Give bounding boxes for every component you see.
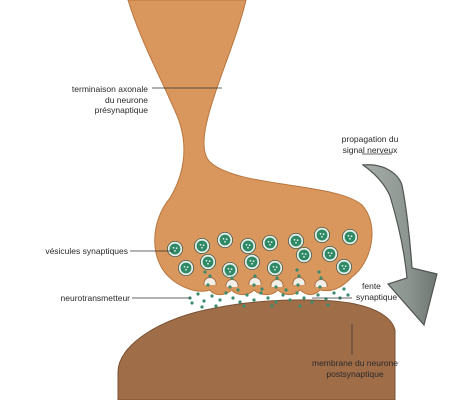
label-membrane-line-1: membrane du neurone [311, 358, 398, 368]
neurotransmitter-dot [208, 274, 212, 278]
synaptic-vesicle [239, 237, 256, 254]
neurotransmitter-dot [297, 274, 301, 278]
label-postsynaptic-membrane: membrane du neurone postsynaptique [300, 358, 410, 379]
synaptic-vesicle [166, 240, 183, 257]
label-axon-terminal-line-3: présynaptique [94, 105, 148, 115]
label-axon-terminal: terminaison axonale du neurone présynapt… [14, 84, 148, 116]
neurotransmitter-dot [202, 299, 206, 303]
label-synaptic-cleft: fente synaptique [356, 281, 436, 302]
neurotransmitter-dot [253, 274, 257, 278]
neurotransmitter-dot [302, 296, 306, 300]
label-cleft-line-2: synaptique [356, 291, 398, 302]
neurotransmitter-dot [259, 291, 263, 295]
neurotransmitter-dot [266, 296, 270, 300]
neurotransmitter-dot [317, 270, 321, 274]
neurotransmitter-dot [270, 304, 274, 308]
synaptic-vesicles [166, 226, 358, 288]
neurotransmitter-dot [316, 293, 320, 297]
neurotransmitter-dot [332, 291, 336, 295]
synaptic-vesicle [295, 246, 312, 263]
label-propagation-line-1: propagation du [341, 134, 399, 144]
neurotransmitter-dot [214, 304, 218, 308]
synaptic-vesicle [335, 258, 352, 275]
signal-propagation-arrow [361, 164, 438, 327]
neurotransmitter-dot [210, 294, 214, 298]
neurotransmitter-dot [260, 287, 264, 291]
neurotransmitter-dot [310, 300, 314, 304]
synaptic-vesicle [193, 237, 210, 254]
synaptic-vesicle [313, 226, 330, 243]
exocytosis-pocket [225, 279, 239, 288]
neurotransmitter-dot [275, 276, 279, 280]
label-neurotransmitter: neurotransmetteur [8, 293, 130, 304]
neurotransmitter-dot [326, 303, 330, 307]
label-vesicles-text: vésicules synaptiques [45, 246, 128, 256]
neurotransmitter-dot [281, 293, 285, 297]
neurotransmitter-dot [196, 292, 200, 296]
neurotransmitter-dot [318, 285, 322, 289]
neurotransmitter-dot [236, 288, 240, 292]
label-propagation: propagation du signal nerveux [320, 134, 420, 155]
neurotransmitter-dot [274, 300, 278, 304]
neurotransmitter-dot [206, 283, 210, 287]
postsynaptic-membrane [117, 299, 396, 401]
neurotransmitter-dot [190, 301, 194, 305]
synaptic-vesicle [177, 259, 194, 276]
neurotransmitter-dot [203, 270, 207, 274]
axon-terminal [127, 0, 373, 296]
label-neurotransmitter-text: neurotransmetteur [60, 293, 130, 303]
synaptic-vesicle [266, 259, 283, 276]
label-axon-terminal-line-2: du neurone [104, 94, 148, 105]
neurotransmitter-dot [288, 298, 292, 302]
neurotransmitter-dot [252, 298, 256, 302]
label-vesicles: vésicules synaptiques [8, 246, 128, 257]
neurotransmitter-dot [228, 285, 232, 289]
synaptic-vesicle [216, 231, 233, 248]
label-cleft-line-1: fente [362, 281, 381, 291]
neurotransmitter-dot [296, 283, 300, 287]
neurotransmitter-dot [245, 293, 249, 297]
synaptic-vesicle [321, 245, 338, 262]
neurotransmitter-dot [238, 300, 242, 304]
exocytosis-pocket [203, 277, 217, 286]
label-axon-terminal-line-1: terminaison axonale [71, 84, 148, 94]
synaptic-vesicle [261, 234, 278, 251]
neurotransmitter-dot [298, 304, 302, 308]
neurotransmitter-dot [295, 291, 299, 295]
neurotransmitter-dot [242, 304, 246, 308]
synaptic-vesicle [341, 228, 358, 245]
neurotransmitter-dot [346, 293, 350, 297]
label-membrane-line-2: postsynaptique [326, 368, 384, 379]
synaptic-vesicle [287, 232, 304, 249]
neurotransmitter-dot [230, 276, 234, 280]
neurotransmitter-dot [342, 287, 346, 291]
synaptic-vesicle [221, 261, 238, 278]
neurotransmitter-dot [295, 268, 299, 272]
neurotransmitter-dot [200, 305, 204, 309]
neurotransmitter-dots [188, 268, 350, 309]
neurotransmitter-dot [218, 298, 222, 302]
neurotransmitter-dot [284, 288, 288, 292]
neurotransmitter-dot [226, 272, 230, 276]
neurotransmitter-dot [231, 296, 235, 300]
neurotransmitter-dot [252, 283, 256, 287]
label-propagation-line-2: signal nerveux [342, 144, 398, 155]
synaptic-vesicle [199, 253, 216, 270]
synaptic-vesicle [243, 253, 260, 270]
neurotransmitter-dot [224, 291, 228, 295]
neurotransmitter-dot [274, 285, 278, 289]
neurotransmitter-dot [319, 276, 323, 280]
